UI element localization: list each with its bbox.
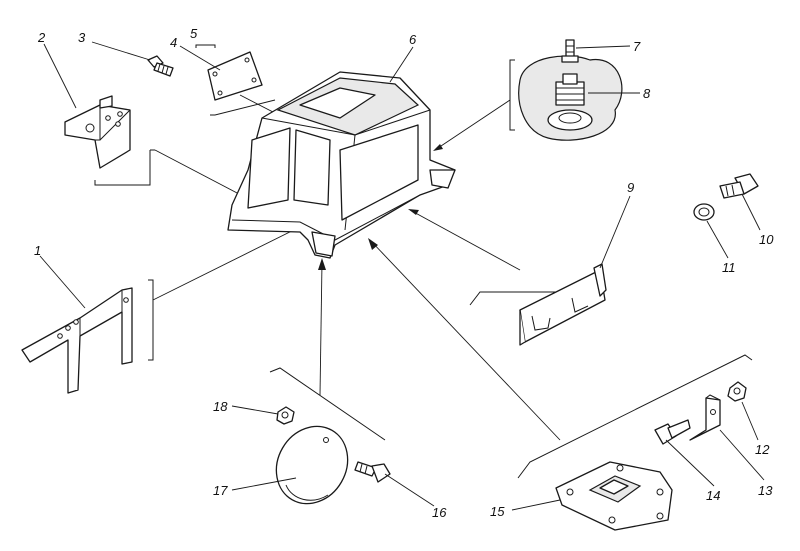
bolt-3	[147, 55, 174, 77]
callout-14: 14	[706, 488, 720, 503]
callout-leaders	[39, 41, 765, 511]
assembly-line-9	[409, 209, 521, 271]
bracket-mark-15	[517, 354, 753, 479]
plate-4	[195, 44, 263, 101]
callout-4: 4	[170, 35, 177, 50]
callout-11: 11	[722, 260, 736, 275]
cab-window-right	[339, 124, 419, 221]
bracket-mark-17	[269, 367, 386, 441]
bolt-14	[654, 419, 691, 445]
brace-5	[195, 44, 216, 48]
washer-11	[693, 203, 715, 221]
cab-roof-panel	[299, 87, 376, 119]
cab-foot-left	[311, 231, 336, 257]
callout-12: 12	[755, 442, 770, 457]
callout-9: 9	[627, 180, 634, 195]
bolt-10	[719, 173, 759, 199]
callout-6: 6	[409, 32, 417, 47]
callout-2: 2	[37, 30, 46, 45]
bracket-mark-1	[148, 279, 154, 361]
callout-numbers: 1 2 3 4 5 6 7 8 9 10 11 12 13 14 15 16 1…	[34, 26, 774, 520]
cover-disc-17	[275, 425, 349, 505]
callout-13: 13	[758, 483, 773, 498]
callout-8: 8	[643, 86, 651, 101]
arrowhead-17	[318, 258, 326, 270]
callout-1: 1	[34, 243, 41, 258]
nut-12	[727, 381, 747, 402]
bolt-16	[354, 461, 391, 483]
cab-assembly	[227, 71, 456, 259]
callout-15: 15	[490, 504, 505, 519]
callout-16: 16	[432, 505, 447, 520]
assembly-line-17	[319, 261, 323, 396]
bracket-mark-2	[94, 149, 155, 186]
bracket-mark-8	[509, 59, 515, 131]
assembly-line-8	[434, 99, 511, 151]
cab-window-left	[247, 127, 291, 209]
arrowhead-8	[433, 144, 443, 151]
fitting-group-7-8	[518, 39, 623, 141]
callout-17: 17	[213, 483, 228, 498]
cab-foot-right	[429, 169, 456, 189]
callout-7: 7	[633, 39, 641, 54]
bracket-mark-4	[210, 99, 276, 116]
flange-plate-15	[555, 461, 673, 531]
assembly-line-15	[369, 239, 561, 441]
bracket-1	[21, 287, 133, 394]
callout-3: 3	[78, 30, 86, 45]
bracket-9	[519, 263, 607, 346]
callout-5: 5	[190, 26, 198, 41]
callout-18: 18	[213, 399, 228, 414]
callout-10: 10	[759, 232, 774, 247]
nut-18	[276, 406, 295, 425]
arrowhead-15	[368, 238, 378, 250]
bracket-13	[689, 394, 721, 441]
arrowhead-9	[408, 209, 419, 215]
angle-bracket-2	[64, 95, 131, 169]
cab-window-center	[293, 129, 331, 206]
fitting-7	[565, 39, 575, 59]
